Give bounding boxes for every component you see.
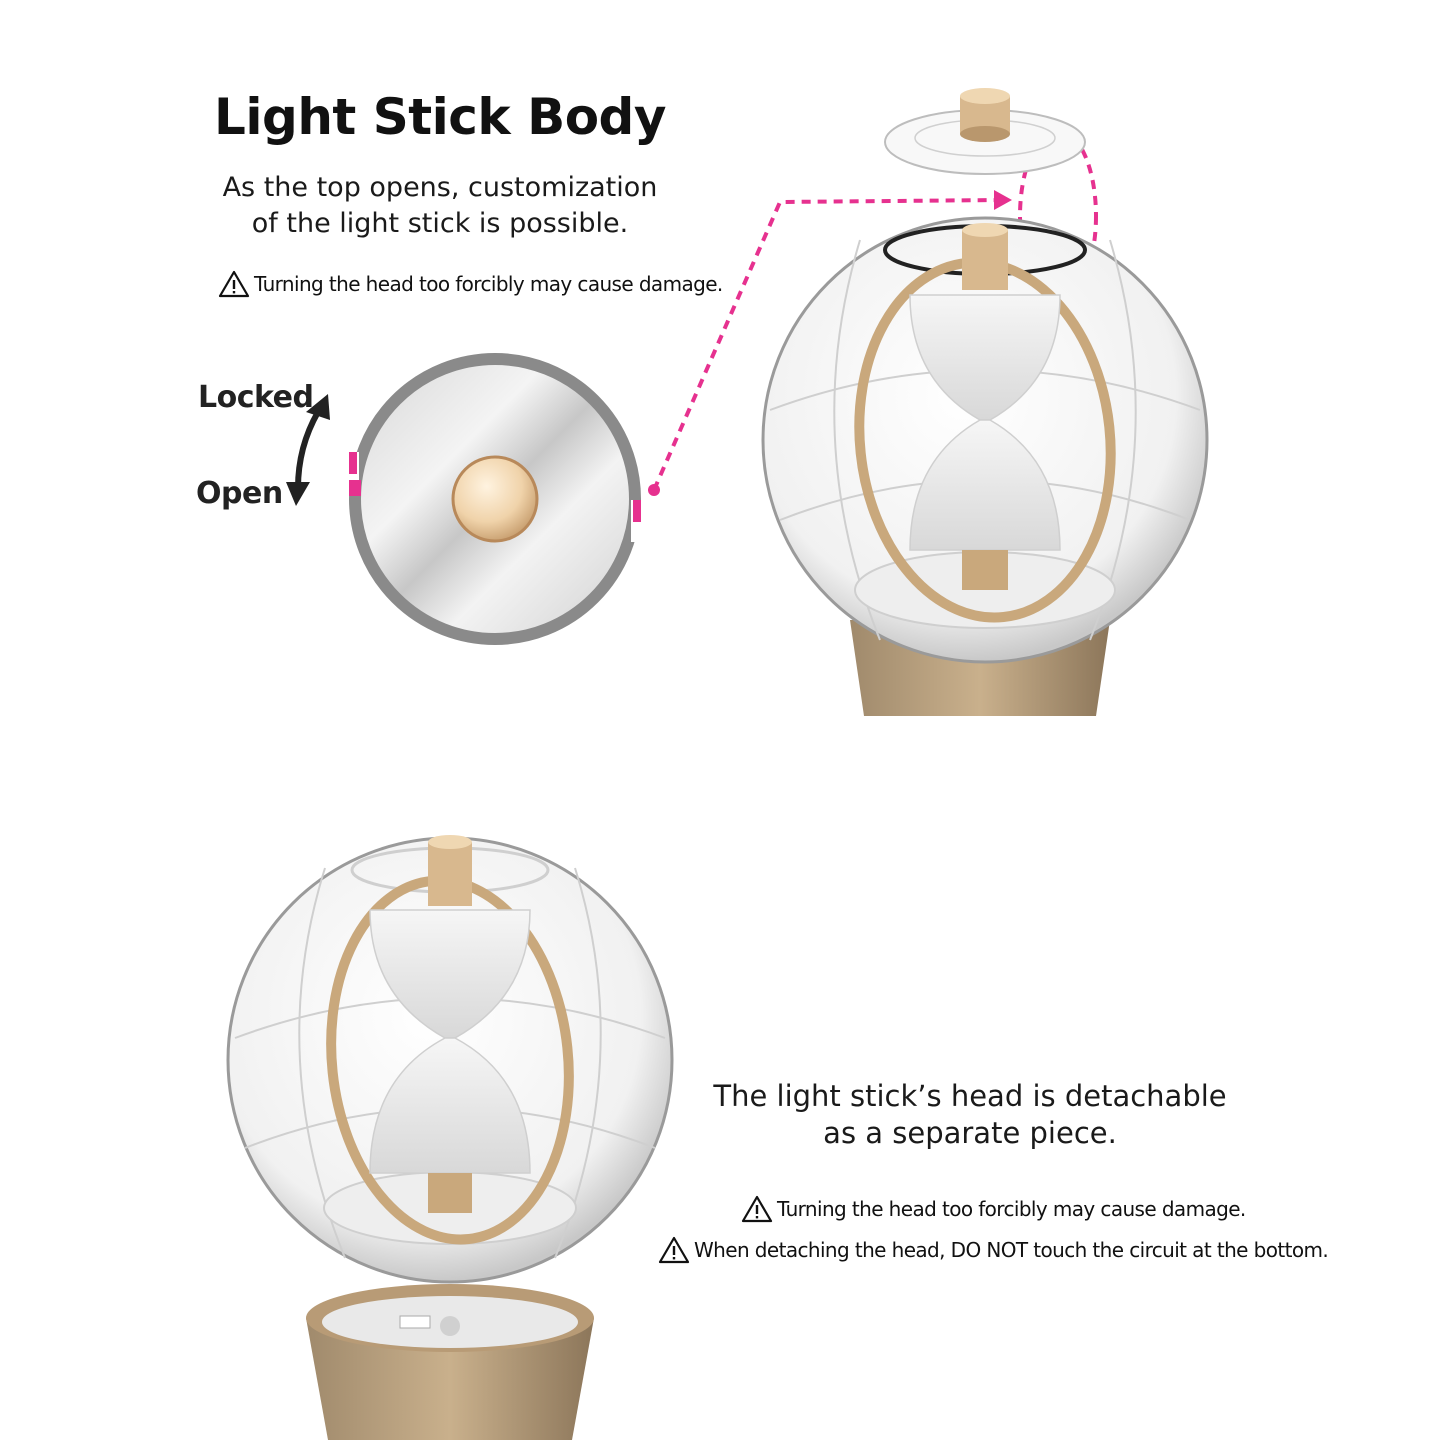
bottom-description-line2: as a separate piece. <box>823 1116 1117 1150</box>
bottom-warning-2: When detaching the head, DO NOT touch th… <box>658 1236 1329 1264</box>
warning-triangle-icon <box>218 270 250 298</box>
open-label: Open <box>196 476 283 511</box>
warning-triangle-icon <box>741 1195 773 1223</box>
light-stick-detached-head-illustration <box>226 835 674 1440</box>
top-warning-text: Turning the head too forcibly may cause … <box>254 272 723 296</box>
top-description-line2: of the light stick is possible. <box>251 208 629 239</box>
section-title: Light Stick Body <box>214 88 666 146</box>
top-warning: Turning the head too forcibly may cause … <box>218 270 723 298</box>
locked-label: Locked <box>198 380 314 415</box>
warning-triangle-icon <box>658 1236 690 1264</box>
lock-disc-diagram <box>349 353 641 645</box>
top-description-line1: As the top opens, customization <box>222 172 658 203</box>
bottom-warning-2-text: When detaching the head, DO NOT touch th… <box>694 1238 1329 1262</box>
rotate-arrows-icon <box>286 394 330 506</box>
bottom-warning-1: Turning the head too forcibly may cause … <box>741 1195 1246 1223</box>
bottom-description-line1: The light stick’s head is detachable <box>713 1079 1227 1113</box>
bottom-warning-1-text: Turning the head too forcibly may cause … <box>777 1197 1246 1221</box>
light-stick-open-top-illustration <box>761 88 1209 716</box>
